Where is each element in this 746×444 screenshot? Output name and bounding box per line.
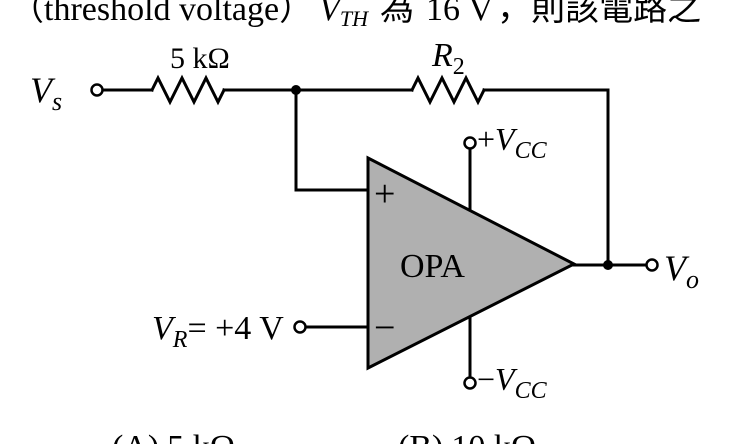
plus-input-sign: +: [374, 173, 395, 215]
vs-sub: s: [52, 87, 62, 116]
option-a: (A) 5 kΩ: [112, 429, 235, 444]
vcc-neg-main: V: [495, 361, 518, 397]
header-wei: 為: [380, 0, 414, 28]
r2-sub: 2: [453, 54, 465, 80]
feedback-wire: [482, 88, 610, 268]
resistor-r1: [149, 74, 227, 106]
header-vth-value: 16 V: [426, 0, 494, 28]
vr-sub: R: [172, 327, 188, 353]
vcc-pos-label: +VCC: [477, 121, 548, 164]
vcc-neg-sub: CC: [515, 378, 548, 404]
vcc-neg-sign: −: [477, 361, 495, 397]
vcc-neg-terminal: [463, 376, 477, 390]
option-b-value: 10 kΩ: [451, 429, 536, 444]
header-threshold-words: threshold voltage: [44, 0, 279, 28]
vo-label: Vo: [664, 248, 699, 294]
minus-input-sign: −: [374, 307, 395, 349]
r2-label: R2: [431, 37, 465, 80]
vcc-pos-sign: +: [477, 121, 495, 157]
header-paren-open: （: [10, 0, 44, 28]
vo-sub: o: [686, 265, 699, 294]
r1-label: 5 kΩ: [170, 42, 230, 75]
opamp-body: [366, 155, 578, 371]
r2-main: R: [431, 37, 453, 74]
vr-label: VR= +4 V: [152, 310, 284, 353]
option-b: (B) 10 kΩ: [398, 429, 536, 444]
header-paren-close: ）: [279, 0, 313, 28]
vcc-neg-label: −VCC: [477, 361, 548, 404]
vcc-pos-main: V: [495, 121, 518, 157]
vs-main: V: [30, 70, 56, 110]
vcc-pos-terminal: [463, 136, 477, 150]
vr-value: = +4 V: [187, 310, 284, 347]
vs-terminal: [90, 83, 104, 97]
plus-input-wire: [294, 88, 370, 192]
vo-terminal: [645, 258, 659, 272]
junction-output: [603, 260, 613, 270]
header-tail: ，則該電路之: [497, 0, 701, 28]
option-b-letter: (B): [398, 429, 443, 444]
opamp-label: OPA: [400, 248, 465, 285]
option-a-value: 5 kΩ: [167, 429, 235, 444]
vcc-pos-sub: CC: [515, 138, 548, 164]
option-a-letter: (A): [112, 429, 159, 444]
vr-terminal: [293, 320, 307, 334]
vs-label: Vs: [30, 70, 62, 116]
resistor-r2: [409, 74, 487, 106]
vo-main: V: [664, 248, 690, 288]
header-vth-sub: TH: [340, 6, 369, 31]
